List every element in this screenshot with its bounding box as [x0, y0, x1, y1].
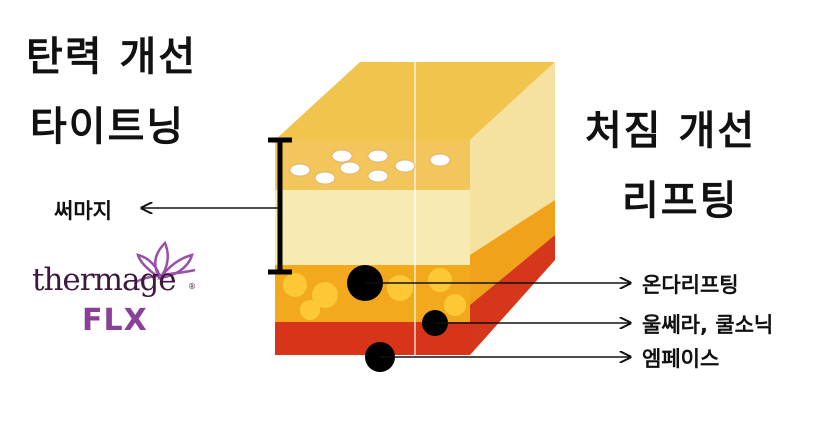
- label-ulthera: 울쎄라, 쿨소닉: [642, 313, 774, 337]
- logo-flx: FLX: [82, 303, 148, 338]
- left-heading-line1: 탄력 개선: [26, 34, 198, 80]
- label-thermage: 써마지: [54, 199, 112, 223]
- logo-registered-mark: ®: [188, 282, 196, 291]
- thermage-depth-bracket: [268, 137, 292, 275]
- dermis-layer: [275, 190, 470, 265]
- right-heading-line1: 처짐 개선: [585, 108, 757, 154]
- left-heading-line2: 타이트닝: [30, 104, 186, 150]
- skin-side-face: [470, 62, 555, 355]
- right-heading-line2: 리프팅: [622, 178, 739, 224]
- label-ondalifting: 온다리프팅: [642, 273, 739, 297]
- fat-cells: [283, 268, 466, 320]
- thermage-lotus-icon: [135, 240, 196, 284]
- skin-cells: [289, 149, 451, 185]
- label-empace: 엠페이스: [642, 347, 720, 371]
- logo-wordmark: thermage: [32, 262, 177, 298]
